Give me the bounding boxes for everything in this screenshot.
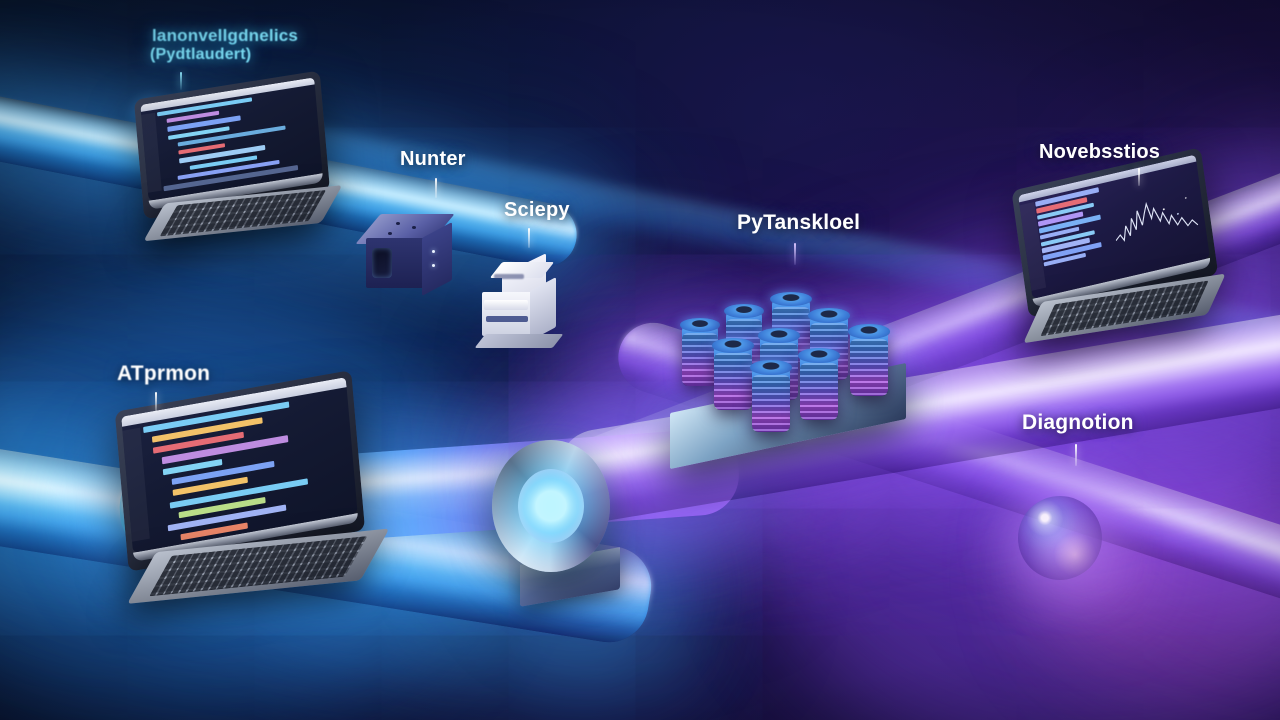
- label-atprmon-tick: [155, 392, 157, 412]
- cube-top-dot: [396, 222, 400, 225]
- label-sciepy: Sciepy: [504, 199, 570, 221]
- rack-unit: [749, 360, 793, 432]
- cabinet-drawer-slot: [486, 316, 528, 322]
- ring-light-core: [517, 469, 585, 543]
- white-cabinet-object[interactable]: [474, 253, 566, 354]
- server-rack-cluster[interactable]: [660, 292, 926, 470]
- cabinet-label-text: [494, 274, 524, 279]
- notebook-line-chart: [1115, 197, 1199, 243]
- label-pytanskloel-tick: [794, 243, 796, 265]
- cabinet-drawer-front: [484, 300, 528, 310]
- label-nunter: Nunter: [400, 148, 466, 170]
- cabinet-shadow-base: [474, 334, 564, 348]
- label-sciepy-tick: [528, 228, 530, 248]
- metallic-ring-portal[interactable]: [492, 440, 610, 572]
- rack-unit: [679, 318, 721, 386]
- label-topleft-sub: (Pydtlaudert): [150, 46, 252, 63]
- cube-top-dot: [412, 226, 416, 229]
- laptop-code-editor-top-left[interactable]: [133, 70, 343, 242]
- laptop-screen: [1018, 154, 1210, 299]
- label-atprmon: ATprmon: [117, 362, 211, 385]
- laptop-code-editor-bottom-left[interactable]: [114, 370, 390, 604]
- label-pytanskloel: PyTanskloel: [737, 211, 861, 234]
- dark-device-cube[interactable]: [355, 214, 458, 298]
- glass-sphere[interactable]: [1018, 496, 1102, 580]
- cabinet-body: [482, 292, 532, 336]
- laptop-notebook-right[interactable]: [1011, 147, 1226, 344]
- laptop-lid: [1011, 147, 1219, 319]
- label-topleft-tick: [180, 72, 182, 90]
- label-topleft: lanonvellgdnelics: [152, 26, 299, 45]
- label-diagnotion-tick: [1075, 444, 1077, 466]
- rack-unit: [847, 324, 891, 396]
- label-novebsstios-tick: [1138, 168, 1140, 186]
- cube-indicator-dot: [432, 264, 435, 267]
- rack-unit: [711, 338, 755, 410]
- label-nunter-tick: [435, 178, 437, 198]
- notebook-cells: [1035, 185, 1123, 285]
- label-diagnotion: Diagnotion: [1022, 411, 1134, 434]
- cube-indicator-dot: [432, 250, 435, 253]
- label-novebsstios: Novebsstios: [1039, 141, 1161, 163]
- cube-lens: [372, 248, 392, 278]
- cube-top-dot: [388, 232, 392, 235]
- rack-unit: [797, 348, 841, 420]
